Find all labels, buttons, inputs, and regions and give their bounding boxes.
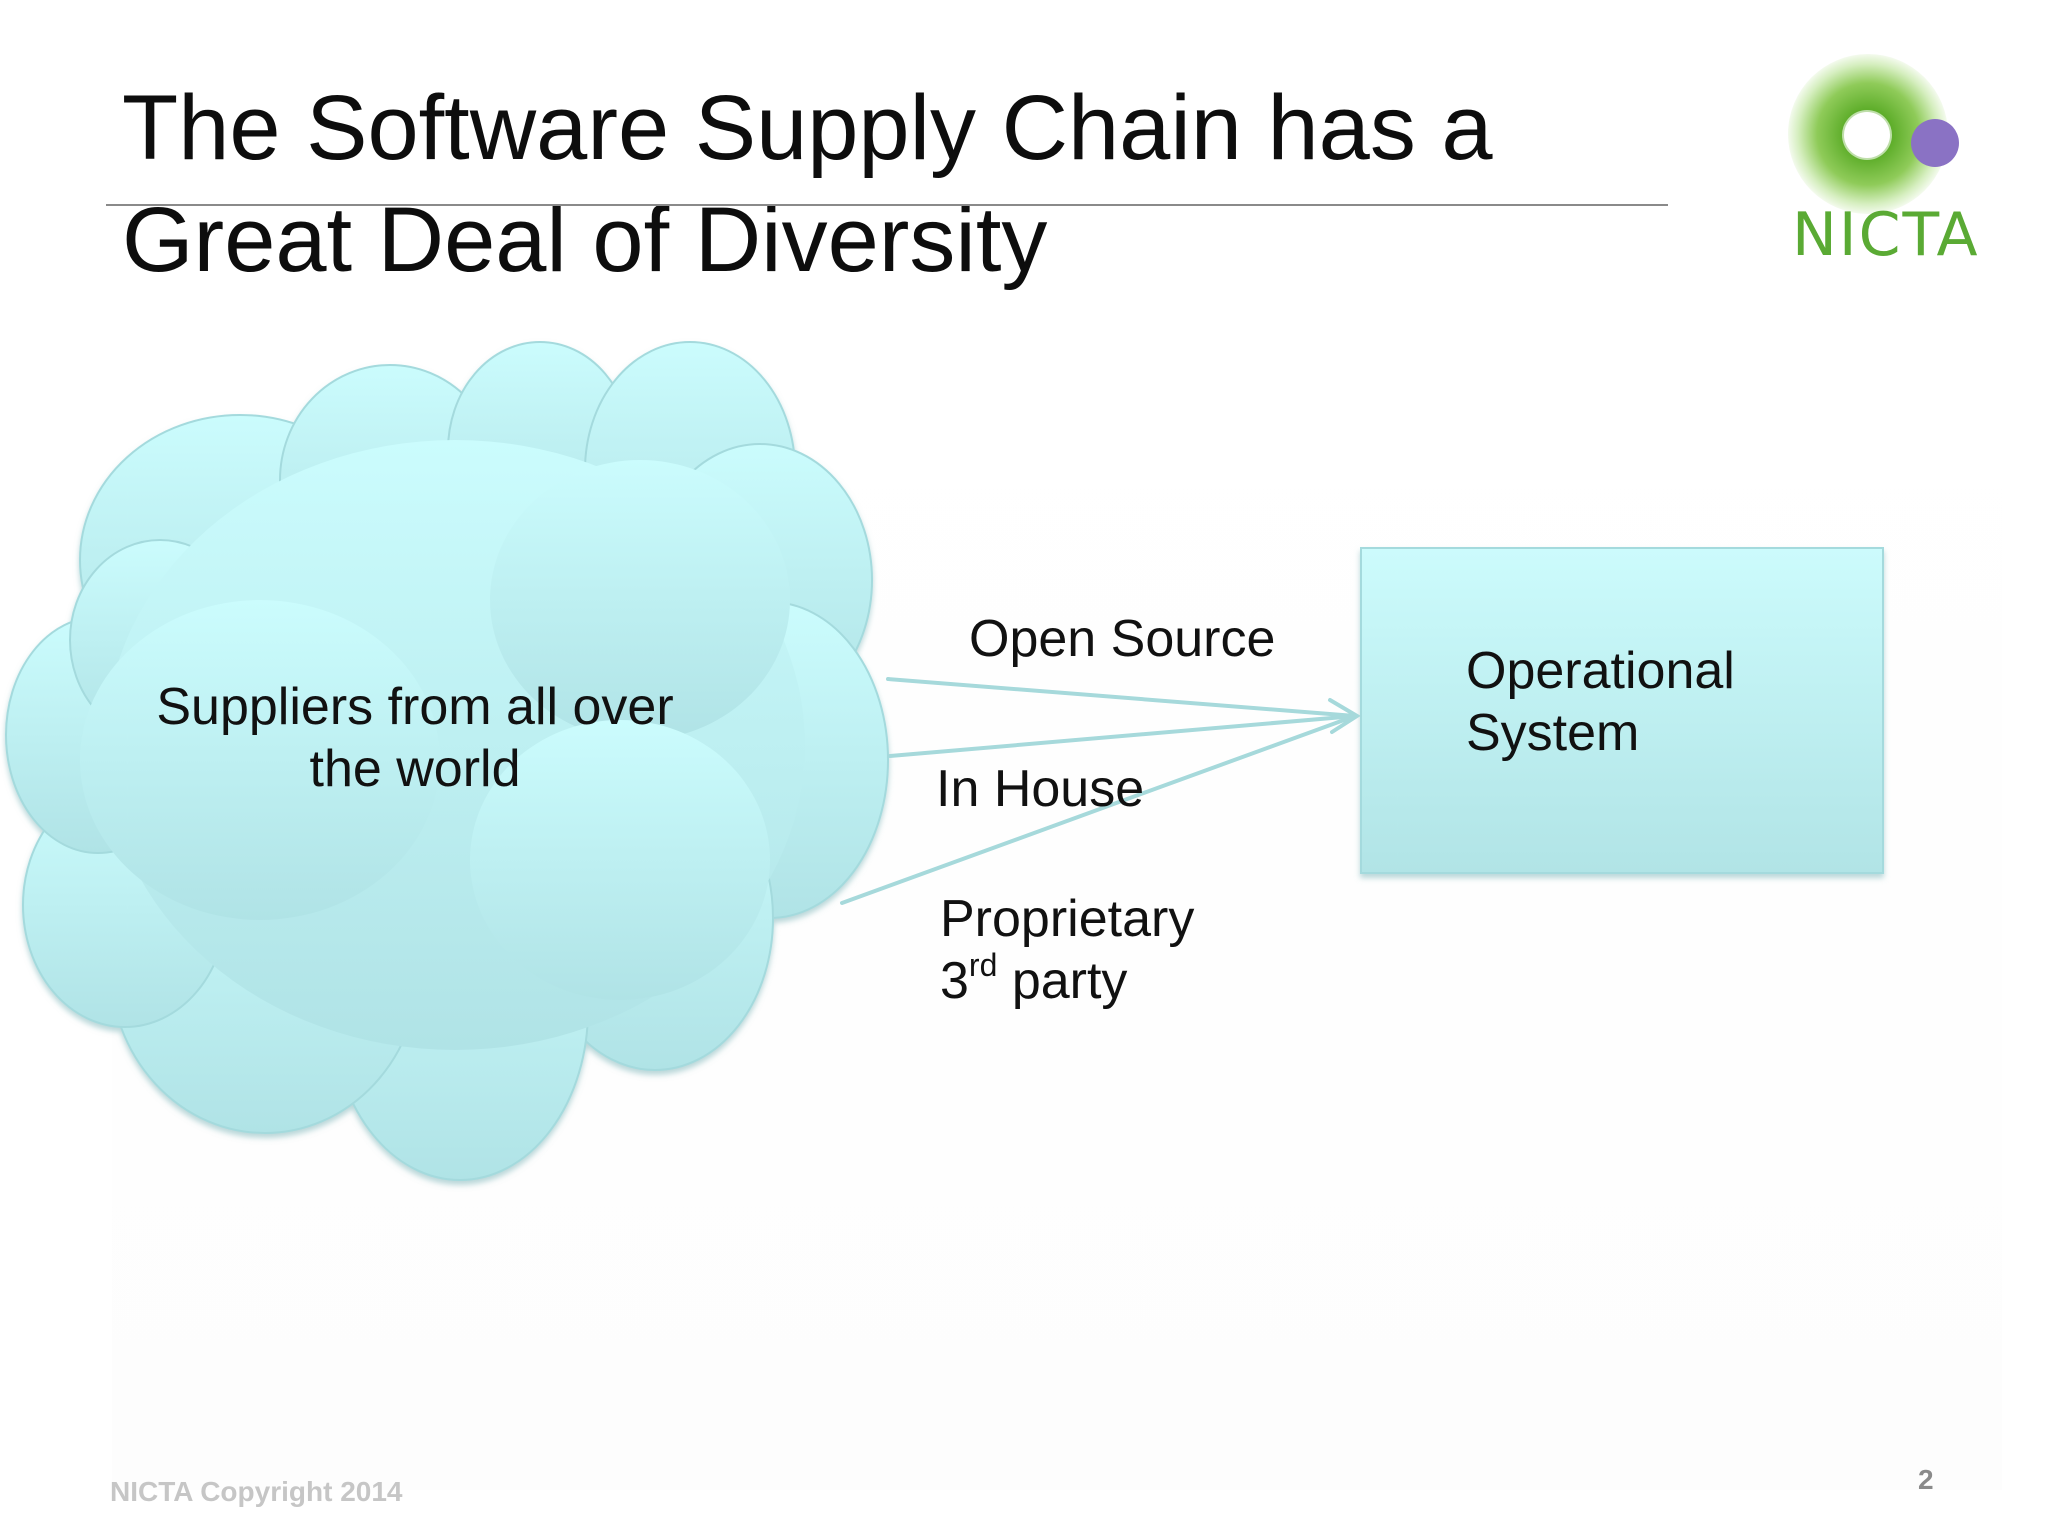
suppliers-label: Suppliers from all over the world	[140, 676, 690, 800]
logo-text: NICTA	[1792, 200, 1980, 270]
slide-title: The Software Supply Chain has a Great De…	[122, 72, 1672, 296]
nicta-logo: NICTA	[1760, 40, 1990, 270]
suppliers-label-line-2: the world	[309, 740, 521, 798]
operational-label-line-2: System	[1466, 704, 1640, 762]
proprietary-label-line-1: Proprietary	[940, 890, 1195, 948]
suppliers-label-line-1: Suppliers from all over	[156, 678, 674, 736]
operational-system-label: Operational System	[1466, 640, 1735, 764]
open-source-label: Open Source	[969, 610, 1276, 668]
copyright-footer: NICTA Copyright 2014	[110, 1476, 403, 1507]
operational-label-line-1: Operational	[1466, 642, 1735, 700]
third-party-label-rest: party	[997, 952, 1128, 1010]
edge-proprietary-arrow	[840, 714, 1357, 905]
title-line-2: Great Deal of Diversity	[122, 189, 1048, 291]
operational-system-box	[1360, 547, 1884, 874]
arrowhead-icon	[1328, 698, 1361, 734]
in-house-label: In House	[936, 760, 1145, 818]
logo-purple-dot	[1911, 119, 1959, 167]
logo-white-circle	[1844, 112, 1890, 158]
suppliers-cloud	[5, 341, 889, 1181]
title-line-1: The Software Supply Chain has a	[122, 77, 1493, 179]
edge-arrows	[840, 677, 1361, 905]
edge-in-house-arrow	[888, 714, 1357, 758]
third-party-label-superscript: rd	[968, 947, 998, 983]
third-party-label-base: 3	[940, 952, 969, 1010]
title-divider	[106, 204, 1668, 206]
edge-open-source-arrow	[886, 677, 1357, 718]
page-number: 2	[1918, 1464, 1934, 1495]
proprietary-third-party-label: Proprietary 3rd party	[940, 888, 1194, 1012]
